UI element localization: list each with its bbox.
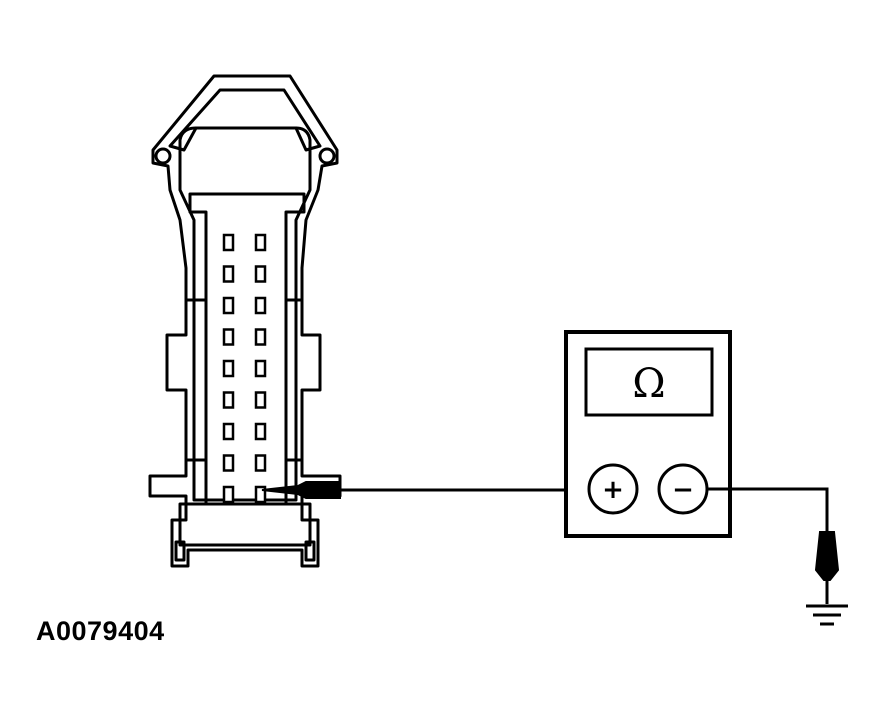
connector-slot-left [174, 540, 186, 562]
connector-pin [254, 391, 267, 409]
connector-latch-left [154, 147, 172, 165]
connector-pin [222, 328, 235, 346]
connector-pin [222, 454, 235, 472]
connector-pin [254, 265, 267, 283]
connector-pin [254, 296, 267, 315]
connector-pin [222, 233, 235, 252]
meter-ohm-symbol: Ω [632, 361, 665, 407]
connector-pin [254, 422, 267, 441]
connector-shell [148, 74, 342, 568]
connector-pin [254, 328, 267, 346]
connector-pins [222, 233, 267, 504]
connector-pin [222, 391, 235, 409]
probe-tip [261, 481, 341, 499]
meter-display [584, 347, 714, 417]
ground-symbol-icon [806, 604, 848, 626]
figure-id-label: A0079404 [36, 616, 165, 646]
connector-pin [222, 422, 235, 441]
ohmmeter: Ω + − [564, 330, 732, 538]
connector-pin [222, 296, 235, 315]
connector-pin [222, 485, 235, 504]
connector [148, 74, 342, 568]
probe-lead [261, 481, 588, 499]
connector-pin [254, 359, 267, 378]
connector-latch-right [318, 147, 336, 165]
connector-pin [254, 454, 267, 472]
connector-pin [222, 359, 235, 378]
ground-wire [707, 487, 829, 532]
connector-pin [254, 233, 267, 252]
ground-lead [707, 487, 840, 604]
connector-slot-right [304, 540, 316, 562]
meter-positive-label: + [602, 475, 624, 505]
connector-inner-cap [168, 88, 322, 152]
connector-inner-body [178, 126, 312, 502]
ground-probe [814, 531, 840, 581]
connector-pin [222, 265, 235, 283]
connector-pin-block [188, 192, 306, 506]
connector-pin [254, 485, 267, 504]
meter-negative-label: − [672, 475, 694, 505]
meter-positive-terminal [587, 463, 639, 515]
connector-skirt [178, 502, 312, 547]
